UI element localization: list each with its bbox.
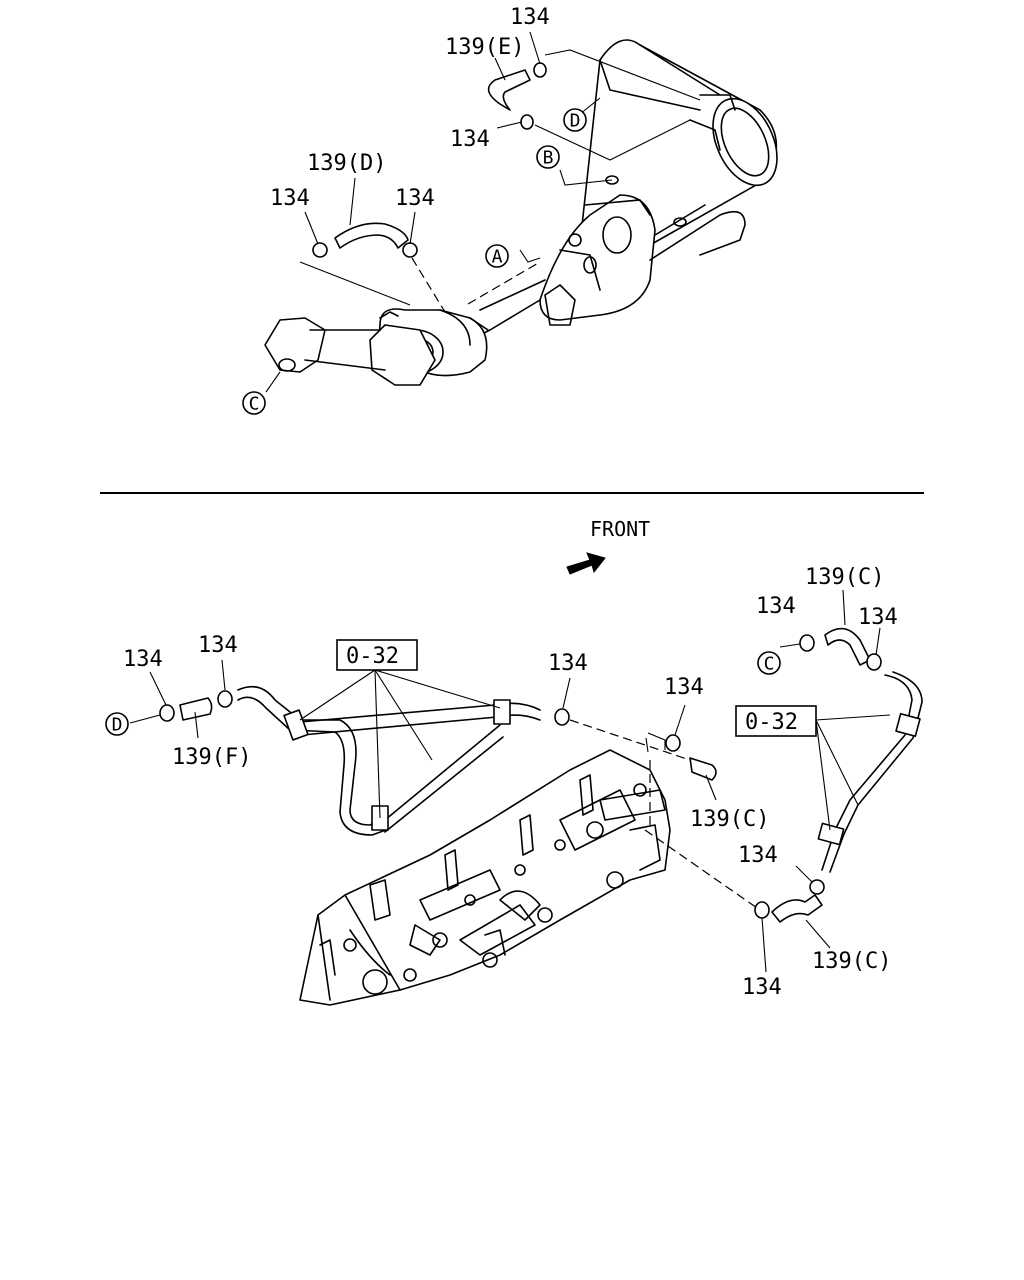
label-134-center: 134 bbox=[548, 651, 588, 676]
front-label: FRONT bbox=[590, 517, 650, 541]
cylinder-head bbox=[299, 749, 671, 1006]
label-134-right: 134 bbox=[395, 186, 435, 211]
label-134-left: 134 bbox=[270, 186, 310, 211]
circle-ref-c-lower: C bbox=[757, 651, 781, 675]
ref-box-0-32-right: 0-32 bbox=[735, 705, 817, 737]
hose-139f bbox=[179, 697, 213, 721]
hose-139c-lower bbox=[771, 894, 823, 923]
upper-leaders bbox=[265, 31, 701, 393]
svg-text:A: A bbox=[492, 247, 503, 268]
svg-text:D: D bbox=[112, 715, 123, 736]
hose-139e bbox=[487, 69, 531, 111]
circle-ref-a: A bbox=[485, 244, 509, 268]
label-134-bottom: 134 bbox=[742, 975, 782, 1000]
hose-139c-mid bbox=[689, 757, 717, 781]
svg-text:B: B bbox=[543, 148, 554, 169]
clamp-134-lower bbox=[159, 634, 882, 919]
circle-ref-d-lower: D bbox=[105, 712, 129, 736]
svg-text:C: C bbox=[249, 394, 260, 415]
label-134-right-c: 134 bbox=[738, 843, 778, 868]
front-direction-arrow-icon bbox=[566, 552, 606, 575]
label-134-mid: 134 bbox=[450, 127, 490, 152]
circle-ref-b: B bbox=[536, 145, 560, 169]
label-134-far-left: 134 bbox=[123, 647, 163, 672]
svg-text:0-32: 0-32 bbox=[346, 644, 399, 669]
water-pipe-left bbox=[237, 685, 541, 836]
label-139c-bottom: 139(C) bbox=[812, 949, 891, 974]
hose-139c-upper-right bbox=[824, 627, 871, 666]
label-134-center-right: 134 bbox=[664, 675, 704, 700]
circle-ref-c-upper: C bbox=[242, 391, 266, 415]
label-134-left2: 134 bbox=[198, 633, 238, 658]
svg-text:D: D bbox=[570, 111, 581, 132]
label-139d: 139(D) bbox=[307, 151, 386, 176]
hose-139d bbox=[334, 222, 409, 249]
label-134-right-a: 134 bbox=[756, 594, 796, 619]
label-139e: 139(E) bbox=[445, 35, 524, 60]
lower-leaders bbox=[129, 589, 891, 973]
label-134-right-b: 134 bbox=[858, 605, 898, 630]
upper-assembly bbox=[264, 39, 778, 386]
water-pipe-right bbox=[817, 671, 923, 873]
svg-text:C: C bbox=[764, 654, 775, 675]
svg-text:0-32: 0-32 bbox=[745, 710, 798, 735]
label-139c-mid: 139(C) bbox=[690, 807, 769, 832]
ref-box-0-32-left: 0-32 bbox=[336, 639, 418, 671]
label-139c-top: 139(C) bbox=[805, 565, 884, 590]
label-139f: 139(F) bbox=[172, 745, 251, 770]
label-134-top: 134 bbox=[510, 5, 550, 30]
circle-ref-d-upper: D bbox=[563, 108, 587, 132]
